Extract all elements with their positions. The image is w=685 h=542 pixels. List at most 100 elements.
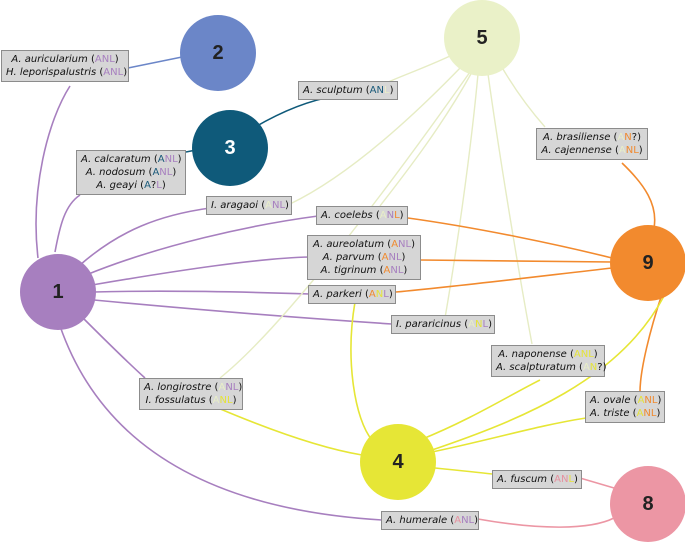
stage-code: A [157,154,165,165]
stage-code: N [159,167,167,178]
label-line: I. fossulatus (ANL) [145,395,237,406]
stage-code: N [390,265,398,276]
node-5-label: 5 [476,26,488,49]
stage-code: N [386,210,395,221]
label-line: A. coelebs (ANL) [321,210,404,221]
edge-1-humerale [59,325,383,521]
node-8-label: 8 [642,492,654,515]
stage-code: A [144,180,151,191]
edge-5-pararicinus [444,73,479,319]
stage-code: L [166,167,173,178]
stage-code: L [172,154,178,165]
label-line: A. brasiliense (AN?) [542,132,641,143]
label-ovale: A. ovale (ANL) A. triste (ANL) [585,391,665,423]
stage-code: A [383,265,391,276]
species-name: A. cajennense [541,145,612,156]
species-name: A. parvum [322,252,375,263]
stage-code: N [110,67,118,78]
label-line: A. fuscum (ANL) [497,474,578,485]
stage-code: A [582,362,590,373]
species-name: A. auricularium [11,54,88,65]
node-3-label: 3 [224,136,236,159]
label-line: A. humerale (ANL) [386,515,479,526]
label-line: A. sculptum (ANL) [303,85,394,96]
label-calcaratum: A. calcaratum (ANL)A. nodosum (ANL)A. ge… [76,150,186,195]
stage-code: N [375,289,384,300]
node-1: 1 [20,254,96,330]
edge-1-auricularium [35,85,71,259]
stage-code: A [265,200,272,211]
stage-code: ? [150,180,157,191]
edge-4-longirostre [217,407,363,456]
edge-9-ovale [639,293,663,393]
label-line: A. longirostre (ANL) [144,382,243,393]
label-line: A. triste (ANL) [590,408,661,419]
edge-1-pararicinus [93,299,393,325]
stage-code: N [624,132,632,143]
label-line: H. leporispalustris (ANL) [6,67,128,78]
label-fuscum: A. fuscum (ANL) [492,470,582,489]
stage-code: A [637,395,645,406]
label-line: A. ovale (ANL) [590,395,662,406]
label-line: A. nodosum (ANL) [85,167,177,178]
stage-code: A [368,289,376,300]
node-4: 4 [360,424,436,500]
label-line: I. pararicinus (ANL) [396,319,492,330]
stage-code: L [405,239,412,250]
species-name: A. triste [590,408,630,419]
stage-code: ? [597,362,603,373]
label-aragaoi: I. aragaoi (ANL) [206,196,292,215]
species-name: A. scalpturatum [496,362,576,373]
stage-code: L [227,395,233,406]
stage-code: L [633,145,639,156]
label-parkeri: A. parkeri (ANL) [308,285,396,304]
stage-code: L [395,252,402,263]
label-brasiliense: A. brasiliense (AN?) A. cajennense (ANL) [536,128,648,160]
stage-code: N [376,85,384,96]
species-name: A. longirostre [144,382,212,393]
edge-1-coelebs [85,215,319,276]
node-5: 5 [444,0,520,76]
node-9-label: 9 [642,251,654,274]
edge-4-parkeri [350,301,373,441]
stage-code: A [554,474,561,485]
stage-code: N [589,362,598,373]
edge-9-brasiliense [621,162,656,229]
label-coelebs: A. coelebs (ANL) [316,206,408,225]
label-line: A. naponense (ANL) [498,349,598,360]
edge-1-calcaratum [54,194,81,253]
edge-5-aragaoi [289,65,463,205]
stage-code: N [461,515,469,526]
stage-code: N [560,474,569,485]
node-9: 9 [610,225,685,301]
species-name: A. geayi [96,180,137,191]
edge-2-auricularium [127,56,183,69]
stage-code: N [475,319,483,330]
label-line: A. tigrinum (ANL) [320,265,408,276]
stage-code: L [117,67,124,78]
edge-9-aureolatum [419,259,613,263]
label-sculptum: A. sculptum (ANL) [298,81,398,100]
stage-code: N [644,395,652,406]
stage-code: L [383,289,389,300]
stage-code: N [388,252,396,263]
species-name: A. naponense [498,349,567,360]
stage-code: A [391,239,399,250]
label-line: A. parvum (ANL) [322,252,406,263]
label-line: A. cajennense (ANL) [541,145,643,156]
species-name: A. calcaratum [81,154,151,165]
edge-5-naponense [487,73,533,345]
stage-code: A [369,85,377,96]
species-name: A. sculptum [303,85,363,96]
edge-5-coelebs [379,71,473,207]
stage-code: L [651,395,658,406]
label-naponense: A. naponense (ANL)A. scalpturatum (AN?) [491,345,606,377]
species-name: A. humerale [386,515,448,526]
stage-code: N [580,349,589,360]
stage-code: N [101,54,110,65]
label-longirostre: A. longirostre (ANL) I. fossulatus (ANL) [139,378,243,410]
edge-3-sculptum [249,95,337,131]
stage-code: A [454,515,462,526]
edge-8-humerale [477,517,615,528]
